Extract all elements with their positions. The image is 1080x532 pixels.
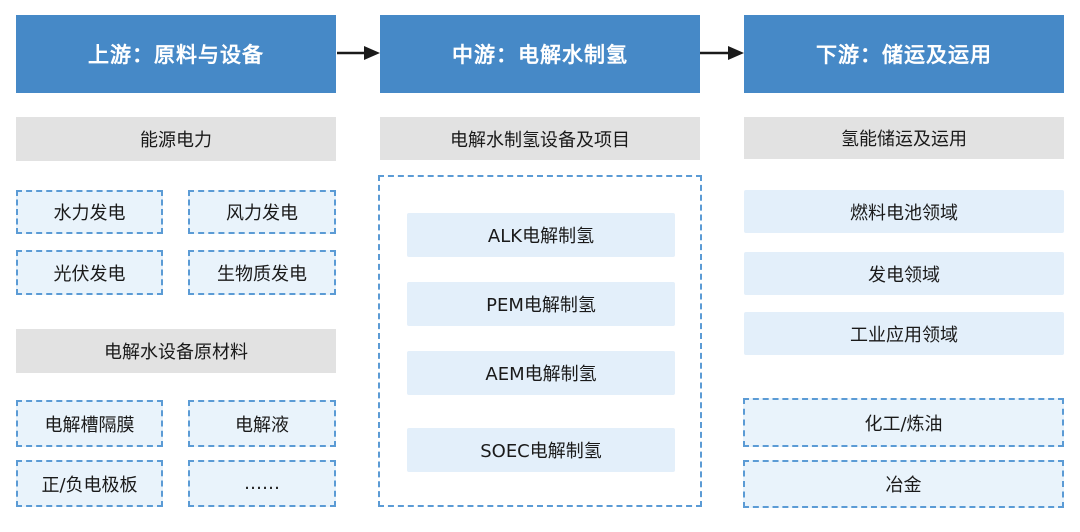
upstream-item-ellipsis: …… xyxy=(188,460,336,507)
upstream-item-electrode-plates: 正/负电极板 xyxy=(16,460,163,507)
upstream-item-solar-power: 光伏发电 xyxy=(16,250,163,295)
downstream-item-fuel-cell: 燃料电池领域 xyxy=(744,190,1064,233)
upstream-section-materials-label: 电解水设备原材料 xyxy=(16,329,336,373)
midstream-electrolysis-group: ALK电解制氢 PEM电解制氢 AEM电解制氢 SOEC电解制氢 xyxy=(378,175,702,507)
flow-arrow-icon xyxy=(700,46,744,60)
downstream-item-metallurgy: 冶金 xyxy=(743,460,1064,508)
upstream-item-biomass-power: 生物质发电 xyxy=(188,250,336,295)
upstream-item-diaphragm: 电解槽隔膜 xyxy=(16,400,163,447)
midstream-item-alk: ALK电解制氢 xyxy=(407,213,675,257)
downstream-item-power-generation: 发电领域 xyxy=(744,252,1064,295)
downstream-item-industrial: 工业应用领域 xyxy=(744,312,1064,355)
midstream-item-pem: PEM电解制氢 xyxy=(407,282,675,326)
midstream-header: 中游：电解水制氢 xyxy=(380,15,700,93)
upstream-item-hydro-power: 水力发电 xyxy=(16,190,163,234)
upstream-header: 上游：原料与设备 xyxy=(16,15,336,93)
midstream-item-soec: SOEC电解制氢 xyxy=(407,428,675,472)
flow-arrow-icon xyxy=(337,46,380,60)
upstream-item-wind-power: 风力发电 xyxy=(188,190,336,234)
downstream-header: 下游：储运及运用 xyxy=(744,15,1064,93)
downstream-item-chemical-refining: 化工/炼油 xyxy=(743,398,1064,447)
midstream-item-aem: AEM电解制氢 xyxy=(407,351,675,395)
midstream-section-label: 电解水制氢设备及项目 xyxy=(380,117,700,160)
downstream-section-label: 氢能储运及运用 xyxy=(744,117,1064,159)
upstream-item-electrolyte: 电解液 xyxy=(188,400,336,447)
upstream-section-energy-label: 能源电力 xyxy=(16,117,336,161)
